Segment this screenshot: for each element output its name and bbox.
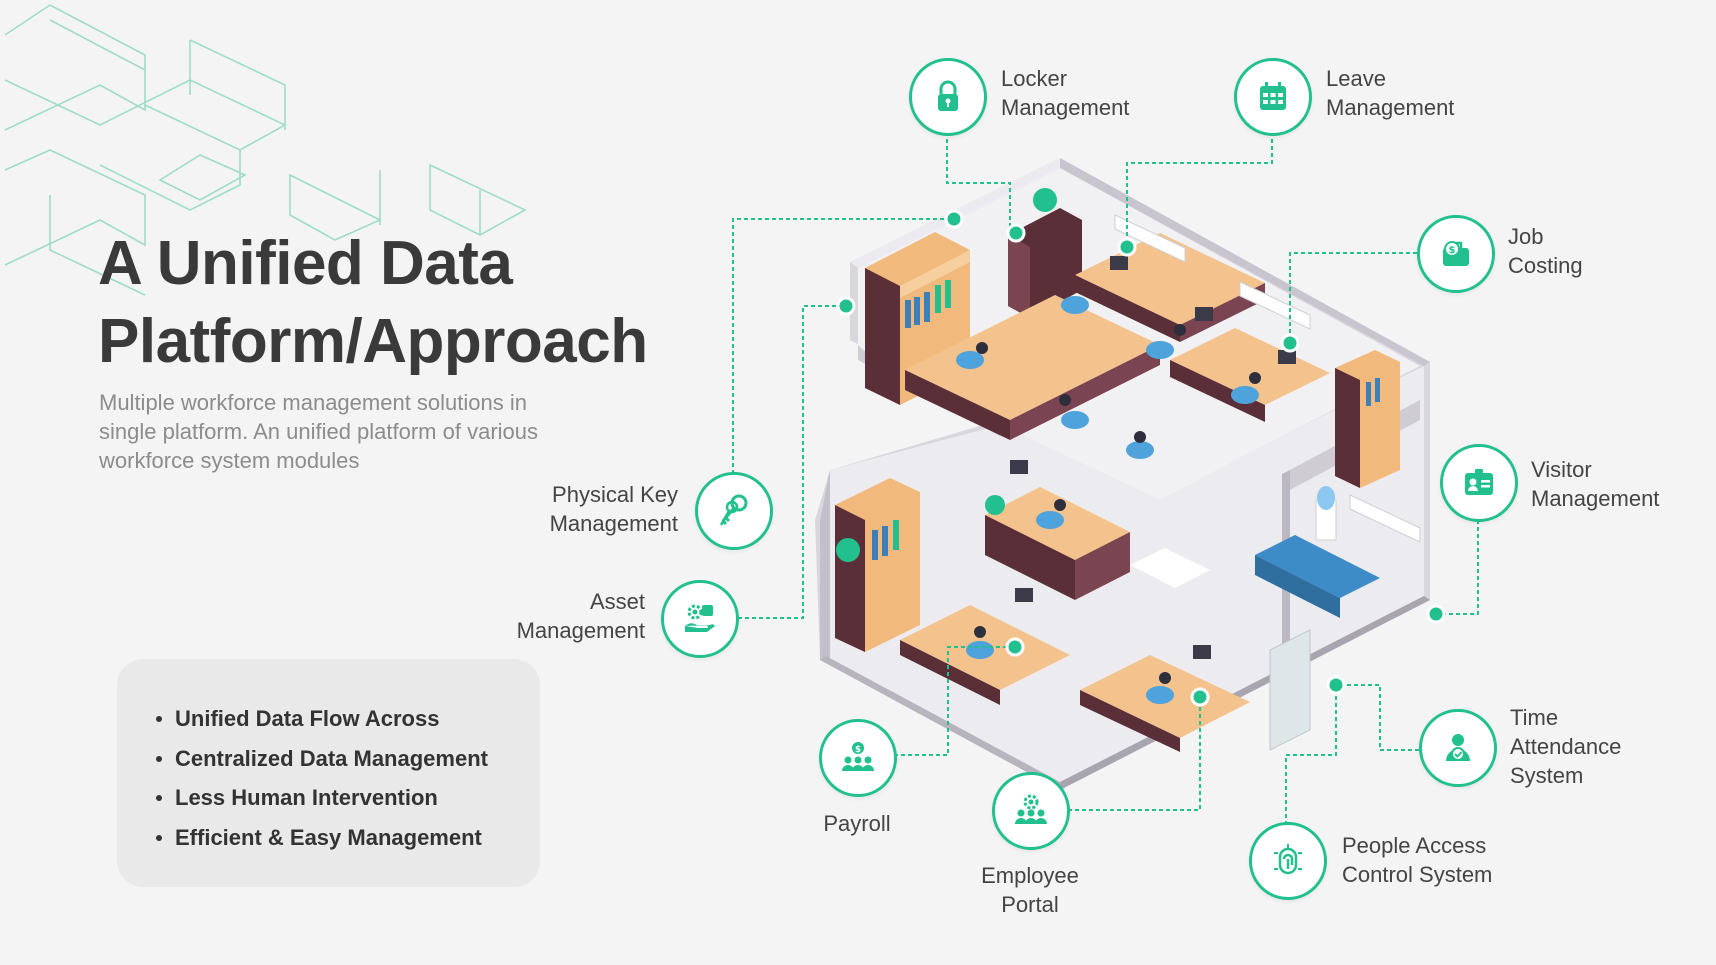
team-dollar-icon: $ xyxy=(842,742,874,771)
fingerprint-icon xyxy=(1274,844,1302,875)
module-payroll: $ xyxy=(819,719,897,797)
module-employee-portal-label: Employee Portal xyxy=(970,861,1090,919)
benefits-panel: Unified Data Flow Across Centralized Dat… xyxy=(117,659,540,887)
module-time-attendance-label: Time Attendance System xyxy=(1510,703,1621,790)
label-line: Management xyxy=(1001,95,1130,120)
label-line: Physical Key xyxy=(552,482,678,507)
label-line: Employee xyxy=(981,863,1079,888)
benefit-item: Less Human Intervention xyxy=(153,778,488,818)
title-line: A Unified Data xyxy=(98,229,513,298)
module-job-costing-label: Job Costing xyxy=(1508,222,1583,280)
label-line: Payroll xyxy=(823,811,891,836)
id-card-icon xyxy=(1465,469,1493,495)
team-gear-icon xyxy=(1015,794,1047,824)
module-employee-portal xyxy=(992,772,1070,850)
benefits-list: Unified Data Flow Across Centralized Dat… xyxy=(153,699,488,857)
module-people-access-label: People Access Control System xyxy=(1342,831,1492,889)
label-line: Locker xyxy=(1001,66,1068,91)
calendar-icon xyxy=(1260,82,1286,110)
module-job-costing: $ xyxy=(1417,215,1495,293)
module-locker-label: Locker Management xyxy=(1001,64,1129,122)
benefit-item: Unified Data Flow Across xyxy=(153,699,488,739)
module-visitor-label: Visitor Management xyxy=(1531,455,1659,513)
subtitle-line: single platform. An unified platform of … xyxy=(99,419,539,444)
page-title: A Unified Data Platform/Approach xyxy=(98,225,648,381)
workstations xyxy=(836,188,1421,751)
label-line: Management xyxy=(1531,486,1660,511)
module-visitor xyxy=(1440,444,1518,522)
connectors xyxy=(732,125,1479,825)
module-leave xyxy=(1234,58,1312,136)
svg-text:$: $ xyxy=(1449,245,1456,256)
label-line: People Access xyxy=(1342,833,1487,858)
label-line: Leave xyxy=(1326,66,1386,91)
label-line: Costing xyxy=(1508,253,1583,278)
label-line: Management xyxy=(549,511,678,536)
benefit-item: Centralized Data Management xyxy=(153,739,488,779)
briefcase-dollar-icon: $ xyxy=(1443,241,1469,266)
subtitle-line: Multiple workforce management solutions … xyxy=(99,390,527,415)
label-line: Job xyxy=(1508,224,1544,249)
title-line: Platform/Approach xyxy=(98,307,648,376)
subtitle-line: workforce system modules xyxy=(99,448,360,473)
label-line: Attendance xyxy=(1510,734,1622,759)
label-line: Asset xyxy=(589,589,645,614)
label-line: Control System xyxy=(1342,862,1493,887)
module-locker xyxy=(909,58,987,136)
module-leave-label: Leave Management xyxy=(1326,64,1454,122)
geometric-pattern xyxy=(4,4,527,296)
module-people-access xyxy=(1249,822,1327,900)
user-check-icon xyxy=(1446,734,1470,761)
bookcases xyxy=(835,208,1400,652)
hand-gear-icon xyxy=(685,604,715,632)
label-line: Portal xyxy=(1001,892,1059,917)
keys-icon xyxy=(719,494,748,526)
module-payroll-label: Payroll xyxy=(797,809,917,838)
benefit-item: Efficient & Easy Management xyxy=(153,818,488,858)
label-line: Management xyxy=(1326,95,1455,120)
lock-icon xyxy=(938,80,958,111)
page-subtitle: Multiple workforce management solutions … xyxy=(99,388,619,475)
label-line: Time xyxy=(1510,705,1559,730)
svg-text:$: $ xyxy=(855,745,861,755)
module-physical-key xyxy=(695,472,773,550)
module-time-attendance xyxy=(1419,709,1497,787)
label-line: Visitor xyxy=(1531,457,1592,482)
label-line: Management xyxy=(516,618,645,643)
module-physical-key-label: Physical Key Management xyxy=(478,480,678,538)
module-asset-label: Asset Management xyxy=(445,587,645,645)
module-asset xyxy=(661,580,739,658)
label-line: System xyxy=(1510,763,1584,788)
